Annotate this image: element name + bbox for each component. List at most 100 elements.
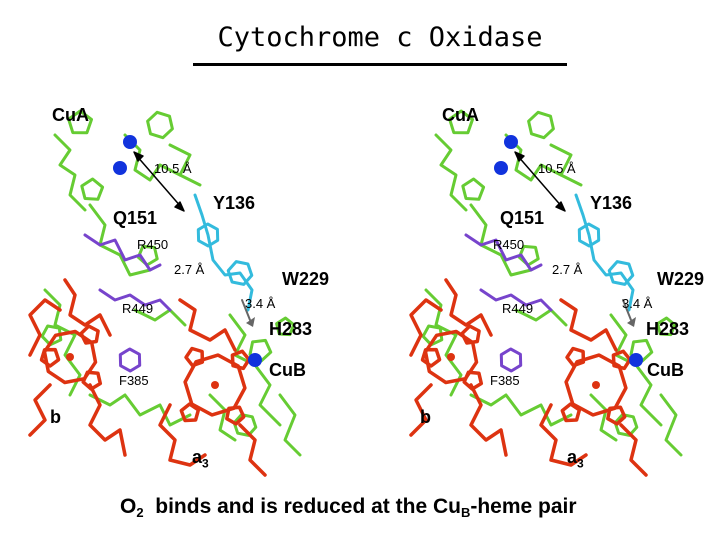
label-r450: R450 [137, 237, 169, 252]
heme-chain [178, 298, 237, 352]
green-residue-ring [527, 110, 555, 140]
heme-ring [460, 324, 481, 345]
structure-panel-right: CuA 10.5 Å Y136 Q151 R450 2.7 Å W229 3.4… [405, 95, 705, 480]
label-heme-b: b [50, 407, 61, 427]
green-residue-chain [168, 143, 202, 187]
green-residue-ring [461, 177, 486, 201]
phenylalanine-ring [499, 347, 523, 373]
arginine-chain [464, 233, 543, 272]
tyrosine-chain [193, 193, 254, 312]
label-heme-b: b [420, 407, 431, 427]
green-residue-ring [67, 109, 93, 135]
tyrosine-ring [577, 222, 601, 248]
green-residue-ring [656, 316, 677, 337]
phenylalanine-ring [118, 347, 142, 373]
tryptophan-ring [607, 260, 635, 286]
tryptophan-ring [226, 260, 254, 286]
tyrosine-chain [574, 193, 635, 312]
heme-ring [39, 347, 61, 368]
structure-drawing [28, 109, 302, 477]
heme-ring [230, 349, 251, 371]
label-h283: H283 [646, 319, 690, 339]
heme-ring [420, 347, 442, 368]
cua-atom [504, 135, 518, 149]
label-heme-a3: a3 [192, 447, 209, 471]
green-residue-chain [549, 143, 583, 187]
label-h283: H283 [269, 319, 313, 339]
green-residue-chain [469, 203, 533, 277]
green-residue-ring [421, 324, 444, 347]
heme-ring [560, 402, 582, 423]
cub-atom [629, 353, 643, 367]
heme-ring [79, 324, 100, 345]
arrowhead [514, 151, 525, 162]
arrowhead [555, 201, 566, 212]
green-residue-ring [248, 338, 273, 363]
arrowhead [627, 317, 636, 327]
title-underline [193, 63, 567, 66]
distance-arrow [622, 299, 632, 321]
heme-ring [606, 405, 627, 426]
green-residue-chain [659, 393, 683, 457]
label-y136: Y136 [213, 193, 256, 213]
heme-chain [409, 298, 443, 357]
green-residue-chain [434, 133, 468, 212]
heme-ring [184, 346, 205, 368]
heme-iron-b [447, 353, 455, 361]
label-q151: Q151 [113, 208, 158, 228]
green-residue-chain [424, 288, 463, 397]
green-residue-chain [514, 308, 568, 327]
arginine-chain [98, 288, 172, 312]
heme-iron-b [66, 353, 74, 361]
green-residue-chain [504, 133, 563, 182]
heme-chain [409, 383, 433, 437]
green-residue-ring [40, 324, 63, 347]
heme-ring [565, 346, 586, 368]
heme-chain [444, 278, 493, 337]
label-distance-10-5: 10.5 Å [154, 161, 192, 176]
label-cub: CuB [647, 360, 684, 380]
label-w229: W229 [657, 269, 705, 289]
structure-panel-left: CuA 10.5 Å Y136 Q151 R450 2.7 Å W229 3.4… [28, 95, 330, 480]
label-r449: R449 [502, 301, 534, 316]
arginine-chain [83, 233, 162, 272]
label-r449: R449 [122, 301, 154, 316]
arrowhead [174, 201, 185, 212]
heme-ring [462, 370, 484, 391]
label-distance-3-4: 3.4 Å [245, 296, 276, 311]
green-residue-ring [448, 109, 474, 135]
heme-chain [63, 278, 112, 337]
distance-arrow [516, 154, 564, 209]
green-residue-chain [88, 203, 152, 277]
label-f385: F385 [119, 373, 149, 388]
label-f385: F385 [490, 373, 520, 388]
slide-title: Cytochrome c Oxidase [217, 22, 543, 53]
heme-chain [559, 298, 618, 352]
green-residue-chain [208, 393, 237, 442]
tyrosine-ring [196, 222, 220, 248]
label-distance-2-7: 2.7 Å [174, 262, 205, 277]
arginine-chain [479, 288, 553, 312]
distance-arrow [241, 299, 251, 321]
heme-chain [158, 403, 207, 467]
structure-drawing [409, 109, 683, 477]
arrowhead [133, 151, 144, 162]
green-residue-chain [123, 133, 182, 182]
distance-arrow [135, 154, 183, 209]
label-w229: W229 [282, 269, 330, 289]
green-residue-chain [43, 288, 82, 397]
label-distance-2-7: 2.7 Å [552, 262, 583, 277]
green-residue-ring [80, 177, 105, 201]
label-cub: CuB [269, 360, 306, 380]
heme-ring [225, 405, 246, 426]
label-distance-10-5: 10.5 Å [538, 161, 576, 176]
green-residue-ring [146, 110, 174, 140]
label-cua: CuA [442, 105, 479, 125]
cua-atom [123, 135, 137, 149]
green-residue-chain [133, 308, 187, 327]
green-residue-chain [469, 393, 573, 427]
label-cua: CuA [52, 105, 89, 125]
green-residue-chain [88, 393, 192, 427]
label-r450: R450 [493, 237, 525, 252]
heme-ring [81, 370, 103, 391]
